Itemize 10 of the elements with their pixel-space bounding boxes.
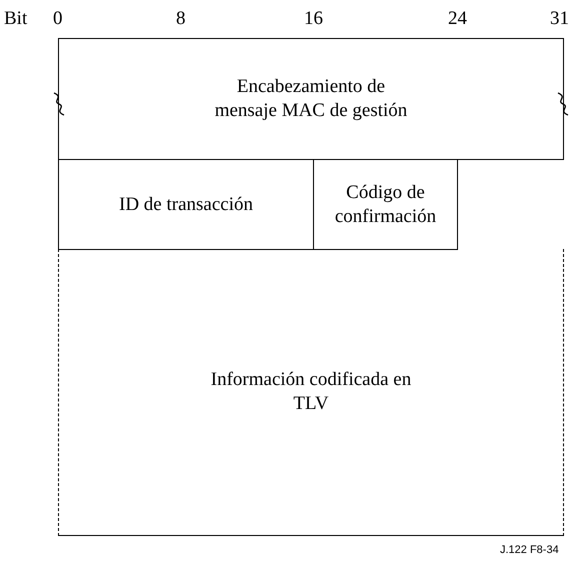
bit-number: 0 (53, 8, 62, 30)
bit-number: 31 (550, 8, 569, 30)
bit-number: 16 (304, 8, 323, 30)
figure-number: J.122 F8-34 (500, 544, 559, 556)
bit-label: Bit (4, 8, 28, 30)
tlv-field (58, 249, 564, 536)
confirmation-code-field (313, 159, 458, 250)
bit-number: 8 (176, 8, 186, 30)
transaction-id-field (58, 159, 314, 250)
bit-number: 24 (448, 8, 467, 30)
